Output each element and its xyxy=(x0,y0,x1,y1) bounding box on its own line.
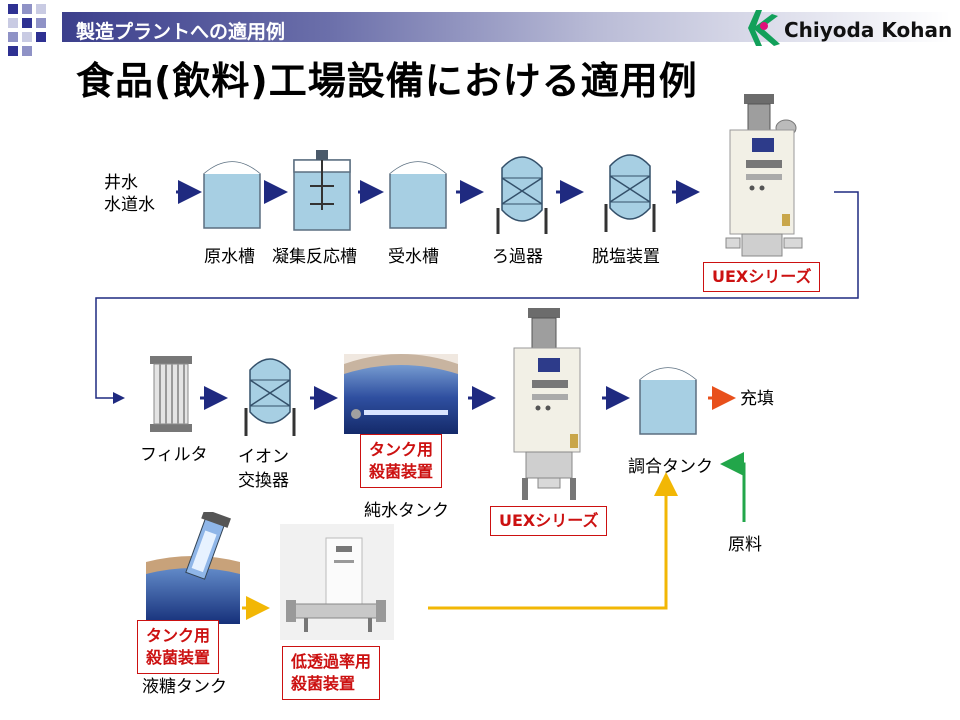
company-logo-icon xyxy=(748,10,780,46)
filter-vessel-icon xyxy=(496,156,548,234)
filter-cartridge-icon xyxy=(150,356,192,432)
ion-exchanger-icon xyxy=(244,358,296,436)
item-label: 原水槽 xyxy=(204,247,255,267)
item-label: イオン xyxy=(238,447,289,467)
deco-square xyxy=(36,32,46,42)
tank-sterilizer-tag: タンク用 殺菌装置 xyxy=(360,434,443,488)
tag-line: タンク用 xyxy=(146,626,211,645)
source-label: 水道水 xyxy=(104,195,155,215)
deco-square xyxy=(8,46,18,56)
item-label: ろ過器 xyxy=(492,247,543,267)
desalination-unit-icon xyxy=(604,154,656,232)
sugar-tank-sterilizer-photo xyxy=(146,512,240,624)
deco-square xyxy=(36,18,46,28)
tag-line: タンク用 xyxy=(369,440,434,459)
raw-material-arrow xyxy=(720,452,746,522)
tag-line: 殺菌装置 xyxy=(369,462,434,481)
item-label: 受水槽 xyxy=(388,247,439,267)
tank-sterilizer-tag: タンク用 殺菌装置 xyxy=(137,620,220,674)
uex-sterilizer-icon xyxy=(513,308,581,500)
pure-water-tank-photo xyxy=(344,354,458,434)
item-label: 純水タンク xyxy=(364,501,449,521)
item-label: 液糖タンク xyxy=(142,677,227,697)
tag-line: 殺菌装置 xyxy=(146,648,211,667)
deco-square xyxy=(22,18,32,28)
deco-square xyxy=(8,18,18,28)
low-transmittance-sterilizer-tag: 低透過率用 殺菌装置 xyxy=(282,646,381,700)
item-label: 調合タンク xyxy=(628,457,713,477)
item-label: 凝集反応槽 xyxy=(272,247,357,267)
coagulation-tank-icon xyxy=(293,150,351,231)
tag-line: 殺菌装置 xyxy=(291,674,356,693)
source-label: 井水 xyxy=(104,173,138,193)
low-transmittance-sterilizer-photo xyxy=(280,524,394,640)
raw-water-tank-icon xyxy=(203,161,261,229)
deco-square xyxy=(22,32,32,42)
flow-connector xyxy=(95,191,859,404)
company-name: Chiyoda Kohan xyxy=(784,18,953,42)
item-label: 交換器 xyxy=(238,471,289,491)
uex-series-tag: UEXシリーズ xyxy=(490,506,608,536)
deco-square xyxy=(22,46,32,56)
tag-line: 低透過率用 xyxy=(291,652,372,671)
header-bar xyxy=(62,12,950,42)
sugar-flow-connector xyxy=(428,472,678,610)
uex-sterilizer-icon xyxy=(725,94,803,257)
item-label: 原料 xyxy=(728,535,762,555)
page-title: 食品(飲料)工場設備における適用例 xyxy=(76,59,698,103)
mixing-tank-icon xyxy=(639,367,697,435)
receiving-tank-icon xyxy=(389,161,447,229)
uex-series-tag: UEXシリーズ xyxy=(703,262,821,292)
deco-square xyxy=(8,4,18,14)
item-label: 脱塩装置 xyxy=(592,247,660,267)
deco-square xyxy=(36,4,46,14)
item-label: 充填 xyxy=(740,389,774,409)
deco-square xyxy=(8,32,18,42)
deco-square xyxy=(22,4,32,14)
section-title: 製造プラントへの適用例 xyxy=(76,21,286,43)
item-label: フィルタ xyxy=(140,445,208,465)
